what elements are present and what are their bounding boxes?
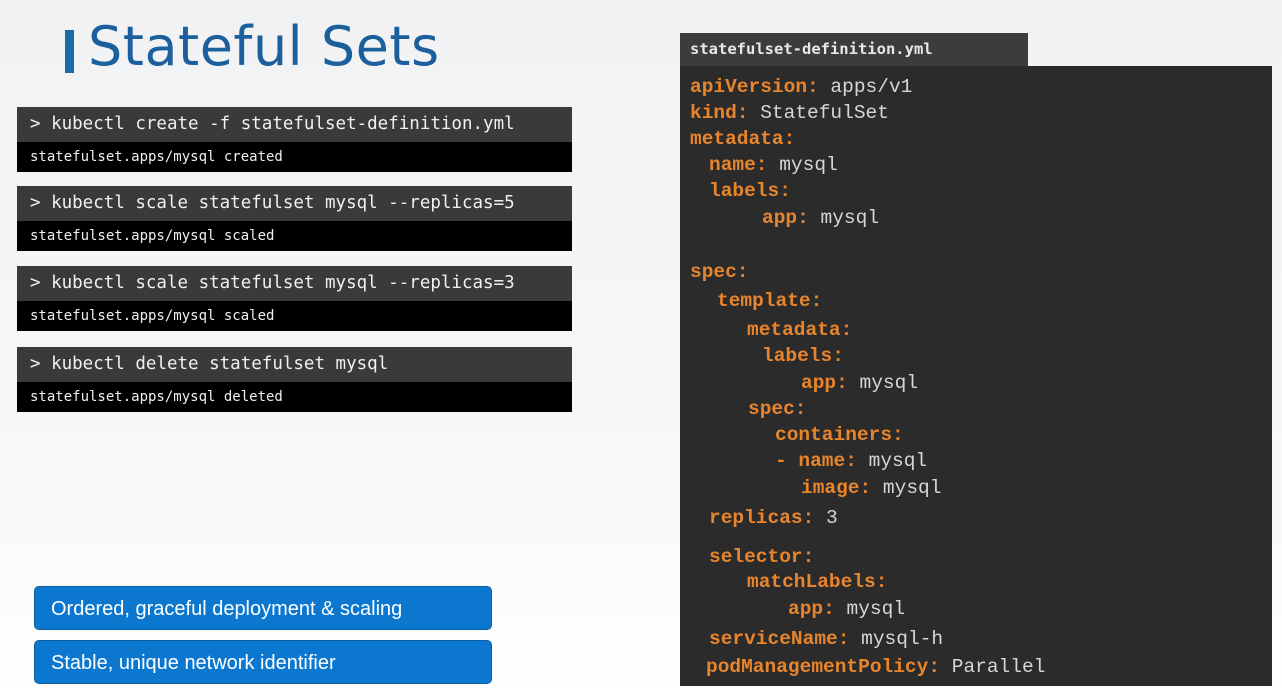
terminal-output: statefulset.apps/mysql created (30, 149, 283, 165)
code-line: podManagementPolicy: Parallel (706, 656, 1046, 678)
terminal-block: > kubectl delete statefulset mysql state… (17, 347, 572, 412)
terminal-command: > kubectl scale statefulset mysql --repl… (17, 186, 572, 221)
terminal-block: > kubectl scale statefulset mysql --repl… (17, 266, 572, 331)
terminal-output: statefulset.apps/mysql scaled (30, 308, 275, 324)
terminal-command: > kubectl scale statefulset mysql --repl… (17, 266, 572, 301)
feature-network-identifier: Stable, unique network identifier (34, 640, 492, 684)
title-accent-bar (65, 30, 74, 73)
code-line: spec: (690, 261, 749, 283)
terminal-output: statefulset.apps/mysql deleted (30, 389, 283, 405)
terminal-block: > kubectl create -f statefulset-definiti… (17, 107, 572, 172)
code-line: apiVersion: apps/v1 (690, 76, 913, 98)
code-line: metadata: (690, 128, 796, 150)
code-line: replicas: 3 (709, 507, 838, 529)
code-line: app: mysql (762, 207, 880, 229)
terminal-output: statefulset.apps/mysql scaled (30, 228, 275, 244)
code-line: containers: (775, 424, 904, 446)
code-panel: apiVersion: apps/v1 kind: StatefulSet me… (680, 66, 1272, 686)
file-name-tab[interactable]: statefulset-definition.yml (680, 33, 1028, 66)
code-line: metadata: (747, 319, 853, 341)
code-line: template: (717, 290, 823, 312)
code-line: - name: mysql (775, 450, 928, 472)
terminal-command: > kubectl create -f statefulset-definiti… (17, 107, 572, 142)
code-line: spec: (748, 398, 807, 420)
terminal-command: > kubectl delete statefulset mysql (17, 347, 572, 382)
code-line: app: mysql (801, 372, 919, 394)
code-line: kind: StatefulSet (690, 102, 889, 124)
code-line: serviceName: mysql-h (709, 628, 944, 650)
code-line: image: mysql (801, 477, 942, 499)
code-line: app: mysql (788, 598, 906, 620)
code-line: selector: (709, 546, 815, 568)
code-line: labels: (762, 345, 844, 367)
terminal-block: > kubectl scale statefulset mysql --repl… (17, 186, 572, 251)
code-line: matchLabels: (747, 571, 888, 593)
code-line: labels: (709, 180, 791, 202)
feature-ordered-deployment: Ordered, graceful deployment & scaling (34, 586, 492, 630)
code-line: name: mysql (709, 154, 838, 176)
page-title: Stateful Sets (88, 15, 440, 78)
